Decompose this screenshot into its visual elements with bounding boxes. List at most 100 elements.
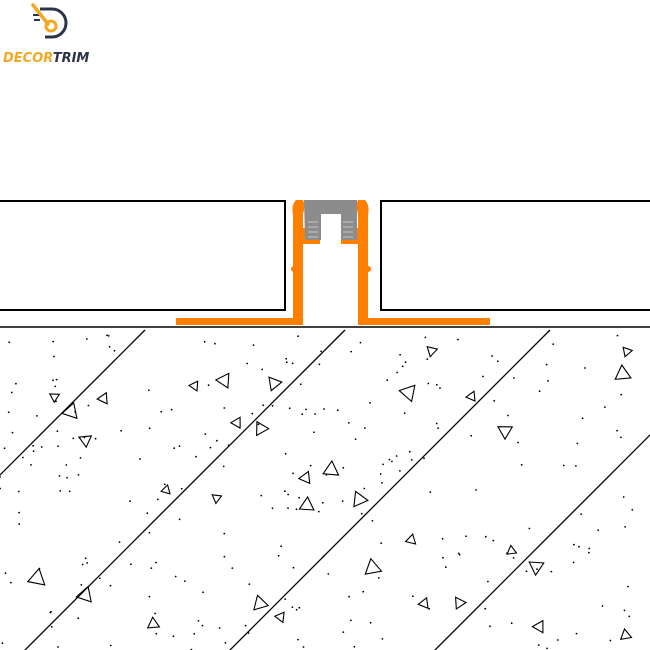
aggregate-dot bbox=[193, 633, 196, 635]
aggregate-dot bbox=[305, 408, 307, 411]
aggregate-dot bbox=[52, 379, 54, 382]
aggregate-dot bbox=[427, 382, 430, 385]
aggregate-dot bbox=[58, 475, 61, 477]
aggregate-triangle bbox=[528, 561, 545, 577]
aggregate-dot bbox=[295, 608, 298, 611]
aggregate-dot bbox=[227, 444, 230, 447]
aggregate-dot bbox=[94, 437, 97, 440]
concrete-substrate bbox=[0, 326, 650, 650]
aggregate-dot bbox=[628, 615, 631, 618]
aggregate-dot bbox=[18, 523, 21, 525]
aggregate-dot bbox=[573, 543, 575, 546]
aggregate-dot bbox=[77, 617, 80, 620]
aggregate-dot bbox=[348, 595, 350, 598]
aggregate-triangle bbox=[297, 470, 311, 485]
aggregate-dot bbox=[109, 644, 112, 647]
aggregate-dot bbox=[86, 562, 88, 564]
aggregate-dot bbox=[354, 438, 357, 440]
aggregate-dot bbox=[148, 389, 150, 392]
aggregate-dot bbox=[172, 635, 175, 638]
aggregate-dot bbox=[56, 430, 59, 433]
aggregate-dot bbox=[423, 457, 425, 460]
aggregate-triangle bbox=[426, 345, 439, 358]
aggregate-triangle bbox=[531, 619, 544, 634]
aggregate-dot bbox=[588, 551, 590, 554]
aggregate-dot bbox=[399, 470, 401, 472]
aggregate-dot bbox=[277, 554, 280, 557]
aggregate-dot bbox=[442, 556, 444, 559]
aggregate-dot bbox=[291, 362, 294, 365]
aggregate-dot bbox=[575, 465, 577, 467]
aggregate-dot bbox=[50, 625, 53, 628]
aggregate-dot bbox=[59, 490, 62, 492]
aggregate-dot bbox=[363, 487, 366, 490]
aggregate-dot bbox=[437, 427, 439, 430]
aggregate-dot bbox=[620, 393, 623, 396]
aggregate-dot bbox=[3, 447, 6, 450]
aggregate-dot bbox=[65, 464, 68, 466]
aggregate-dot bbox=[98, 577, 101, 580]
aggregate-dot bbox=[401, 365, 404, 368]
aggregate-dot bbox=[575, 632, 578, 635]
aggregate-dot bbox=[350, 350, 353, 353]
aggregate-dot bbox=[203, 340, 206, 343]
aggregate-dot bbox=[0, 487, 1, 490]
aggregate-dot bbox=[10, 391, 13, 394]
aggregate-triangle bbox=[298, 495, 315, 511]
aggregate-dot bbox=[298, 496, 300, 499]
aggregate-dot bbox=[139, 458, 141, 460]
aggregate-dot bbox=[313, 431, 315, 434]
aggregate-dot bbox=[301, 413, 304, 416]
aggregate-dot bbox=[298, 606, 301, 609]
aggregate-dot bbox=[17, 490, 20, 493]
hatch-line bbox=[434, 434, 650, 650]
aggregate-dot bbox=[106, 334, 108, 337]
aggregate-dot bbox=[84, 557, 87, 560]
aggregate-dot bbox=[314, 413, 316, 415]
aggregate-dot bbox=[545, 363, 548, 366]
aggregate-dot bbox=[68, 490, 71, 493]
aggregate-triangle bbox=[96, 391, 108, 405]
aggregate-dot bbox=[386, 379, 389, 382]
aggregate-dot bbox=[246, 362, 249, 365]
aggregate-dot bbox=[517, 441, 519, 444]
aggregate-dot bbox=[496, 360, 499, 363]
aggregate-dot bbox=[404, 361, 407, 364]
aggregate-triangle bbox=[61, 401, 78, 420]
aggregate-dot bbox=[107, 335, 110, 337]
aggregate-dot bbox=[146, 512, 149, 515]
aggregate-triangle bbox=[417, 596, 429, 610]
aggregate-dot bbox=[150, 567, 153, 569]
aggregate-dot bbox=[87, 404, 90, 407]
aggregate-dot bbox=[309, 464, 312, 467]
aggregate-dot bbox=[536, 568, 538, 570]
aggregate-dot bbox=[350, 619, 352, 622]
aggregate-dot bbox=[32, 444, 34, 447]
aggregate-triangle bbox=[353, 490, 369, 508]
aggregate-triangle bbox=[48, 393, 61, 404]
aggregate-dot bbox=[510, 622, 513, 625]
aggregate-dot bbox=[280, 545, 282, 548]
aggregate-dot bbox=[513, 377, 515, 379]
aggregate-dot bbox=[207, 384, 210, 387]
aggregate-dot bbox=[302, 646, 305, 648]
aggregate-dot bbox=[285, 357, 288, 360]
aggregate-dot bbox=[547, 380, 549, 382]
aggregate-dot bbox=[360, 512, 363, 515]
aggregate-dot bbox=[284, 490, 286, 493]
logo-text: DECORTRIM bbox=[3, 51, 89, 66]
aggregate-dot bbox=[458, 553, 461, 556]
aggregate-triangle bbox=[364, 557, 383, 575]
aggregate-dot bbox=[396, 371, 398, 374]
aggregate-dot bbox=[18, 511, 20, 514]
aggregate-dot bbox=[224, 642, 227, 644]
aggregate-dot bbox=[512, 557, 515, 559]
aggregate-dot bbox=[318, 363, 321, 366]
aggregate-dot bbox=[292, 566, 295, 569]
aggregate-dot bbox=[342, 466, 345, 469]
aggregate-dot bbox=[155, 561, 157, 564]
aggregate-dot bbox=[369, 621, 372, 624]
aggregate-dot bbox=[550, 570, 553, 573]
aggregate-dot bbox=[341, 500, 344, 502]
